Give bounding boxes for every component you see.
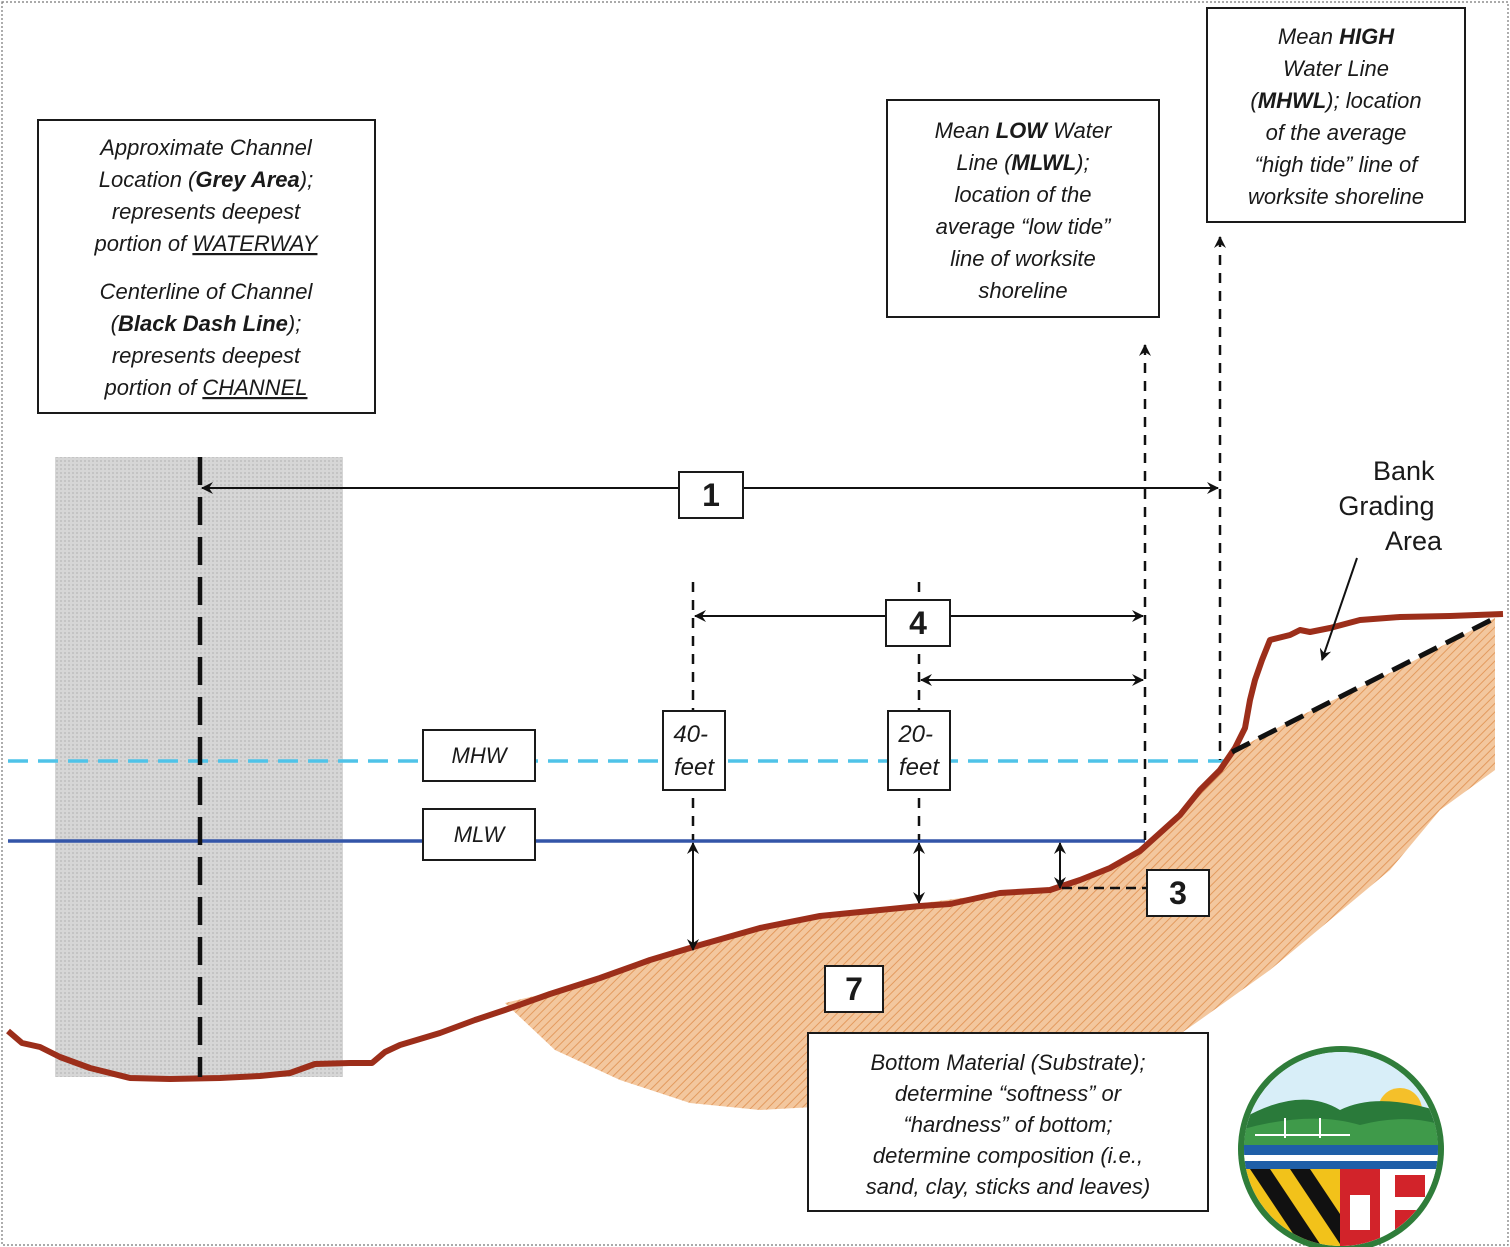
note-line: “high tide” line of bbox=[1255, 152, 1421, 177]
svg-text:20- feet: 20- feet bbox=[897, 721, 940, 781]
note-line: average “low tide” bbox=[936, 214, 1113, 239]
note-line: determine composition (i.e., bbox=[873, 1143, 1143, 1168]
note-line: of the average bbox=[1266, 120, 1407, 145]
marker-4: 4 bbox=[885, 599, 951, 647]
agency-logo bbox=[1238, 1046, 1444, 1247]
bank-grading-line bbox=[1230, 615, 1497, 755]
substrate-area bbox=[505, 618, 1495, 1110]
note-line: Mean LOW Water bbox=[935, 118, 1114, 143]
mlw-label: MLW bbox=[422, 808, 536, 861]
note-line: Water Line bbox=[1283, 56, 1389, 81]
note-line: represents deepest bbox=[112, 343, 301, 368]
note-line: worksite shoreline bbox=[1248, 184, 1424, 209]
twenty-feet-label: 20- feet bbox=[887, 710, 951, 791]
note-line: determine “softness” or bbox=[895, 1081, 1123, 1106]
svg-text:3: 3 bbox=[1169, 875, 1187, 911]
svg-text:MHW: MHW bbox=[452, 743, 509, 768]
note-line: sand, clay, sticks and leaves) bbox=[866, 1174, 1151, 1199]
note-line: (MHWL); location bbox=[1250, 88, 1421, 113]
note-line: Mean HIGH bbox=[1278, 24, 1395, 49]
svg-text:1: 1 bbox=[702, 477, 720, 513]
svg-text:MLW: MLW bbox=[454, 822, 507, 847]
marker-3: 3 bbox=[1146, 869, 1210, 917]
note-line: “hardness” of bottom; bbox=[903, 1112, 1112, 1137]
note-line: Location (Grey Area); bbox=[99, 167, 313, 192]
note-line: portion of CHANNEL bbox=[104, 375, 308, 400]
bank-grading-pointer bbox=[1319, 557, 1358, 661]
svg-text:40- feet: 40- feet bbox=[673, 721, 715, 781]
note-line: Line (MLWL); bbox=[956, 150, 1089, 175]
note-line: (Black Dash Line); bbox=[111, 311, 302, 336]
note-line: Bottom Material (Substrate); bbox=[870, 1050, 1145, 1075]
svg-text:7: 7 bbox=[845, 971, 863, 1007]
ground-profile bbox=[6, 611, 1504, 1082]
bank-grading-label: Bank Grading Area bbox=[1338, 456, 1443, 556]
note-line: shoreline bbox=[978, 278, 1067, 303]
note-line: Approximate Channel bbox=[98, 135, 313, 160]
note-line: line of worksite bbox=[950, 246, 1096, 271]
forty-feet-label: 40- feet bbox=[662, 710, 726, 791]
mhwl-note: Mean HIGH Water Line (MHWL); location of th… bbox=[1206, 7, 1466, 223]
svg-text:4: 4 bbox=[909, 605, 927, 641]
note-line: location of the bbox=[955, 182, 1092, 207]
marker-7: 7 bbox=[824, 965, 884, 1013]
svg-text:Bottom Material (Substrate);de: Bottom Material (Substrate); determine “s… bbox=[866, 1050, 1151, 1199]
substrate-note: Bottom Material (Substrate); determine “s… bbox=[807, 1032, 1209, 1212]
mhw-label: MHW bbox=[422, 729, 536, 782]
note-line: Centerline of Channel bbox=[100, 279, 314, 304]
marker-1: 1 bbox=[678, 471, 744, 519]
note-line: portion of WATERWAY bbox=[94, 231, 319, 256]
note-line: represents deepest bbox=[112, 199, 301, 224]
